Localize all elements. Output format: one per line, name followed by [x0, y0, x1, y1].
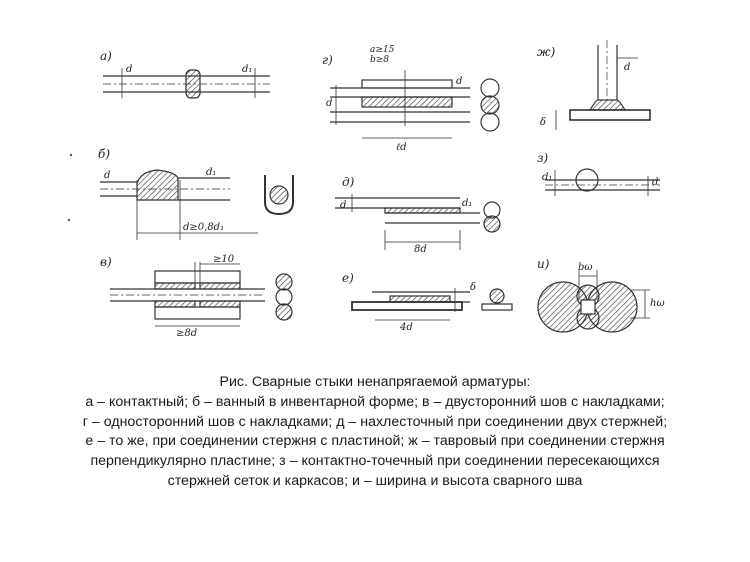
panel-z-letter: з) — [537, 151, 549, 165]
panel-zh-weld — [588, 99, 627, 111]
panel-g-label-a: a≥15 — [370, 45, 395, 55]
panel-zh-tee-joint: ж) d δ — [537, 40, 651, 130]
panel-d-label-length: 8d — [414, 244, 427, 255]
panel-a-letter: а) — [100, 49, 112, 63]
panel-e-bar-to-plate: е) δ 4d — [342, 271, 513, 333]
panel-z-crossbar — [575, 168, 599, 192]
caption-line: е – то же, при соединении стержня с плас… — [85, 433, 665, 450]
caption-line: а – контактный; б – ванный в инвентарной… — [85, 393, 665, 410]
panel-z-label-d: d — [652, 177, 658, 188]
panel-d-lap-joint: д) d d₁ 8d — [335, 175, 501, 255]
panel-v-label-gap: ≥10 — [213, 254, 235, 265]
panel-d-label-d: d — [340, 200, 346, 211]
panel-g-label-d-left: d — [326, 98, 332, 109]
panel-g-label-d-right: d — [456, 76, 462, 87]
panel-g-letter: г) — [322, 53, 333, 67]
weld-joints-figure: а) d d₁ б) d d₁ d≥0,8d₁ в) — [67, 40, 665, 339]
panel-i-weld-dimensions: и) bω hω — [537, 257, 665, 333]
panel-e-label-delta: δ — [470, 282, 476, 293]
panel-b-form-section — [264, 175, 294, 216]
panel-b-label-d1: d₁ — [206, 167, 216, 178]
figure-caption: Рис. Сварные стыки ненапрягаемой арматур… — [0, 373, 750, 492]
panel-b-label-d: d — [104, 170, 110, 181]
panel-i-label-height: hω — [650, 298, 665, 309]
panel-g-single-splice: г) a≥15 b≥8 d d ℓd — [322, 45, 500, 153]
panel-z-label-d1: d₁ — [542, 172, 552, 183]
caption-line: г – односторонний шов с накладками; д – … — [82, 413, 668, 430]
panel-d-label-d1: d₁ — [462, 198, 472, 209]
panel-a-label-d: d — [126, 64, 132, 75]
panel-g-label-length: ℓd — [396, 142, 407, 153]
panel-a-contact-joint: а) d d₁ — [100, 49, 270, 99]
panel-b-letter: б) — [98, 147, 110, 161]
panel-a-label-d1: d₁ — [242, 64, 252, 75]
stray-dot — [67, 218, 71, 222]
caption-line: перпендикулярно пластине; з – контактно-… — [90, 453, 660, 470]
panel-zh-label-delta: δ — [540, 117, 546, 128]
panel-i-label-width: bω — [578, 262, 593, 273]
panel-b-weld — [136, 169, 179, 201]
panel-a-weld — [185, 69, 201, 99]
panel-v-double-splice: в) ≥10 ≥8d — [100, 254, 293, 339]
panel-v-letter: в) — [100, 255, 112, 269]
panel-z-spot-weld: з) d₁ d — [537, 151, 660, 196]
panel-e-label-length: 4d — [399, 322, 413, 333]
caption-line-title: Рис. Сварные стыки ненапрягаемой арматур… — [219, 374, 531, 390]
panel-b-note: d≥0,8d₁ — [183, 222, 224, 233]
panel-b-bath-weld: б) d d₁ d≥0,8d₁ — [98, 147, 294, 240]
panel-zh-letter: ж) — [537, 45, 556, 59]
panel-v-label-length: ≥8d — [176, 328, 197, 339]
panel-g-label-b: b≥8 — [370, 55, 389, 65]
stray-dot — [69, 153, 73, 157]
panel-e-letter: е) — [342, 271, 354, 285]
panel-zh-label-d: d — [624, 62, 630, 73]
caption-line: стержней сеток и каркасов; и – ширина и … — [167, 472, 583, 489]
panel-d-letter: д) — [342, 175, 355, 189]
panel-i-letter: и) — [537, 257, 550, 271]
